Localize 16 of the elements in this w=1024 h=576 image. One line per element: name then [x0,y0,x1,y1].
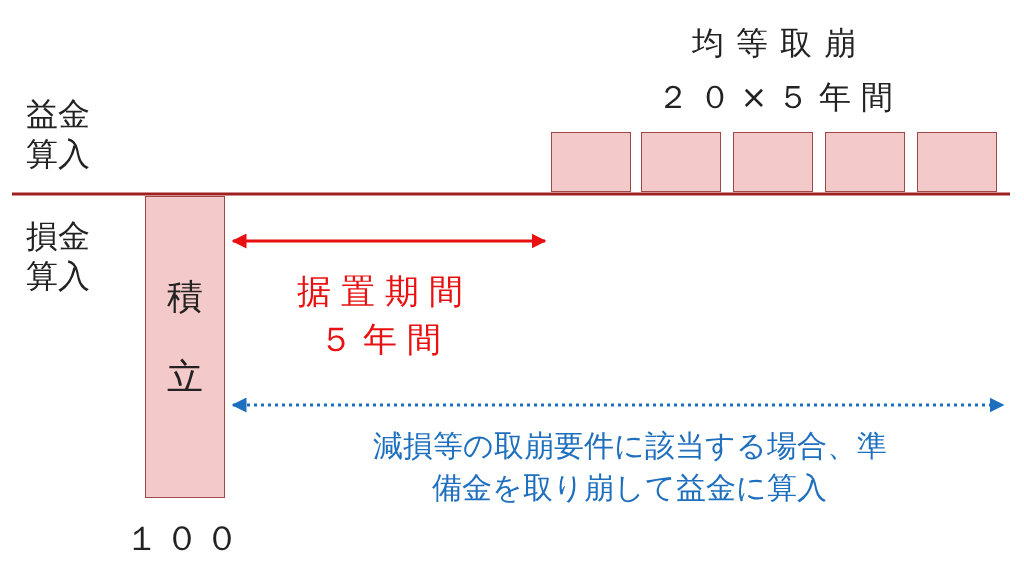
empty-box [917,132,997,192]
empty-box [825,132,905,192]
label-text: 損金算入 [26,216,91,296]
empty-box [733,132,813,192]
edge-label: 減損等の取崩要件に該当する場合、準備金を取り崩して益金に算入 [372,427,887,507]
value-label: １００ [124,517,246,560]
bar-box [145,196,225,498]
arrow [231,397,1005,413]
label-text: ２０×５年間 [655,77,905,118]
box-text: 積立 [166,275,204,399]
empty-box [641,132,721,192]
label-text: 均等取崩 [691,23,869,64]
label-text: 益金算入 [26,94,91,174]
arrow [231,233,547,249]
edge-label: 据置期間５年間 [296,270,474,361]
empty-box [551,132,631,192]
